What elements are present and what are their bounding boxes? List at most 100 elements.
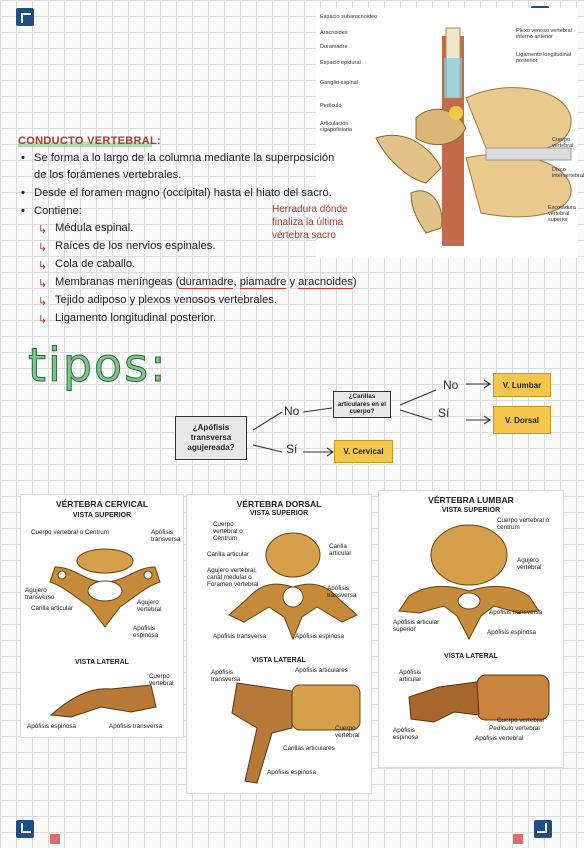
anatomy-labels_right-label-1: Ligamento longitudinal posterior — [516, 52, 572, 64]
lumbar-superior-illustration — [398, 524, 540, 641]
dorsal-labels-label-7: Apófisis transversa — [211, 669, 241, 683]
bullet-1-line-2: de los forámenes vertebrales. — [34, 169, 182, 181]
dorsal-labels-label-8: Apófisis articulares — [295, 667, 348, 674]
cervical-labels-label-4: Agujero vertebral — [137, 599, 162, 613]
item-medula: Médula espinal. — [55, 222, 134, 234]
lumbar-labels-label-7: Cuerpo vertebral — [497, 717, 544, 724]
lumbar-labels-label-3: Apófisis espinosa — [487, 629, 537, 636]
sacral-hiatus-note: Herradura dónde finaliza la última vérte… — [272, 203, 348, 242]
lumbar-labels-label-8: Pedículo vertebral — [489, 725, 540, 732]
bullet-3: Contiene: — [21, 205, 82, 217]
dorsal-labels-label-10: Carillas articulares — [283, 745, 335, 752]
note-line-1: Herradura dónde — [272, 204, 348, 215]
meninges-pia: piamadre — [239, 276, 287, 289]
cervical-title: VÉRTEBRA CERVICAL — [55, 499, 149, 509]
dorsal-labels-label-4: Apófisis transversa — [327, 585, 357, 599]
anatomy-labels_left-label-2: Duramadre — [320, 44, 348, 50]
dorsal-labels-label-1: Carilla articular — [207, 551, 249, 558]
cervical-labels-label-8: Apófisis transversa — [109, 723, 163, 730]
lumbar-labels-label-0: Cuerpo vertebral o centrum — [497, 517, 550, 531]
item-raices: Raíces de los nervios espinales. — [55, 240, 216, 252]
corner-mark-top-left — [16, 8, 34, 26]
dorsal-labels-label-3: Carilla articular — [329, 543, 352, 557]
lumbar-lateral-illustration — [408, 674, 550, 723]
question-carillas-box: ¿Carillas articulares en el cuerpo? — [333, 391, 391, 418]
anatomy-labels_left-label-0: Espacio subaracnoideo — [320, 14, 378, 20]
cervical-panel: VÉRTEBRA CERVICAL VISTA SUPERIOR VISTA L… — [20, 494, 184, 738]
cervical-labels-label-6: Cuerpo vertebral — [149, 673, 174, 687]
lumbar-labels-label-6: Apófisis espinosa — [393, 727, 419, 741]
arrow-icon: ↳ — [38, 278, 48, 290]
lumbar-lateral-title: VISTA LATERAL — [444, 653, 498, 660]
dorsal-panel: VÉRTEBRA DORSAL VISTA SUPERIOR VISTA LAT… — [186, 494, 372, 794]
result-dorsal: V. Dorsal — [493, 406, 551, 434]
anatomy-labels_left-label-3: Espacio epidural — [320, 60, 361, 66]
arrow-icon: ↳ — [38, 314, 48, 326]
anatomy-labels_left-label-4: Ganglio espinal — [320, 80, 358, 86]
anatomy-labels_right-label-3: Disco intervertebral — [552, 167, 584, 179]
cervical-lateral-illustration — [49, 684, 157, 718]
item-meninges: Membranas meníngeas (duramadre, piamadre… — [55, 276, 357, 289]
cervical-lateral-title: VISTA LATERAL — [75, 659, 129, 666]
lumbar-labels-label-5: Apófisis articular — [399, 669, 422, 683]
cervical-labels-label-0: Cuerpo vertebral o Centrum — [31, 529, 110, 536]
meninges-dura: duramadre — [179, 276, 234, 289]
arrow-icon: ↳ — [38, 242, 48, 254]
anatomy-labels_right-label-4: Escotadura vertebral superior — [548, 205, 576, 223]
meninges-sep2: y — [286, 276, 299, 288]
anatomy-labels_left-label-1: Aracnoides — [320, 30, 348, 36]
anatomy-labels_right-label-0: Plexo venoso vertebral interno anterior — [516, 28, 572, 40]
meninges-prefix: Membranas meníngeas ( — [55, 276, 180, 288]
cervical-labels-label-1: Apófisis transversa — [151, 529, 181, 543]
question-transversa-box: ¿Apófisis transversa agujereada? — [175, 416, 247, 460]
meninges-arac: aracnoides — [298, 276, 353, 289]
cervical-labels-label-2: Agujero transverso — [25, 587, 55, 601]
result-cervical: V. Cervical — [334, 440, 393, 463]
result-lumbar: V. Lumbar — [493, 373, 551, 397]
dorsal-lateral-title: VISTA LATERAL — [252, 657, 306, 664]
lumbar-panel: VÉRTEBRA LUMBAR VISTA SUPERIOR VISTA LAT… — [378, 490, 564, 768]
dorsal-labels-label-11: Apófisis espinosa — [267, 769, 317, 776]
note-line-3: vértebra sacro — [272, 230, 336, 241]
dorsal-labels-label-2: Agujero vertebral, canal medular o Foram… — [207, 567, 259, 588]
arrow-icon: ↳ — [38, 260, 48, 272]
bullet-1-line-1: Se forma a lo largo de la columna median… — [21, 152, 334, 164]
label-si-2: Sí — [438, 406, 450, 420]
item-ligamento: Ligamento longitudinal posterior. — [55, 312, 217, 324]
lumbar-title: VÉRTEBRA LUMBAR — [428, 495, 514, 505]
meninges-suffix: ) — [352, 276, 357, 288]
item-cola: Cola de caballo. — [55, 258, 136, 270]
title-highlight — [18, 142, 152, 147]
dorsal-labels-label-6: Apófisis espinosa — [295, 633, 345, 640]
arrow-icon: ↳ — [38, 224, 48, 236]
dorsal-labels-label-5: Apófisis transversa — [213, 633, 267, 640]
dorsal-superior-illustration — [228, 532, 358, 641]
meninges-sep1: , — [233, 276, 240, 288]
lumbar-labels-label-2: Apófisis transversa — [489, 609, 543, 616]
dorsal-labels-label-9: Cuerpo vertebral — [335, 725, 360, 739]
arrow-icon: ↳ — [38, 296, 48, 308]
lumbar-labels-label-9: Apófisis vertebral — [475, 735, 524, 742]
cervical-superior-title: VISTA SUPERIOR — [72, 512, 132, 519]
cervical-labels-label-3: Carilla articular — [31, 605, 73, 612]
anatomy-labels_left-label-6: Articulación cigapofisiaria — [320, 121, 353, 133]
red-marker-left — [50, 834, 60, 844]
note-line-2: finaliza la última — [272, 217, 344, 228]
anatomy-labels_left-label-5: Pedículo — [320, 103, 342, 109]
lumbar-labels-label-4: Apófisis articular superior — [393, 619, 440, 633]
label-no-2: No — [443, 378, 459, 392]
lumbar-superior-title: VISTA SUPERIOR — [441, 507, 501, 514]
item-tejido: Tejido adiposo y plexos venosos vertebra… — [55, 294, 278, 306]
red-marker-right — [513, 834, 523, 844]
label-si-1: Sí — [286, 442, 298, 456]
dorsal-lateral-illustration — [231, 682, 361, 784]
dorsal-title: VÉRTEBRA DORSAL — [236, 499, 322, 509]
bullet-2: Desde el foramen magno (occipital) hasta… — [21, 187, 332, 199]
dorsal-superior-title: VISTA SUPERIOR — [249, 510, 309, 517]
dorsal-labels-label-0: Cuerpo vertebral o Centrum — [213, 521, 243, 542]
section-title: CONDUCTO VERTEBRAL: — [18, 135, 161, 147]
cervical-superior-illustration — [49, 548, 161, 627]
spinal-canal-illustration — [316, 8, 578, 258]
label-no-1: No — [284, 404, 300, 418]
